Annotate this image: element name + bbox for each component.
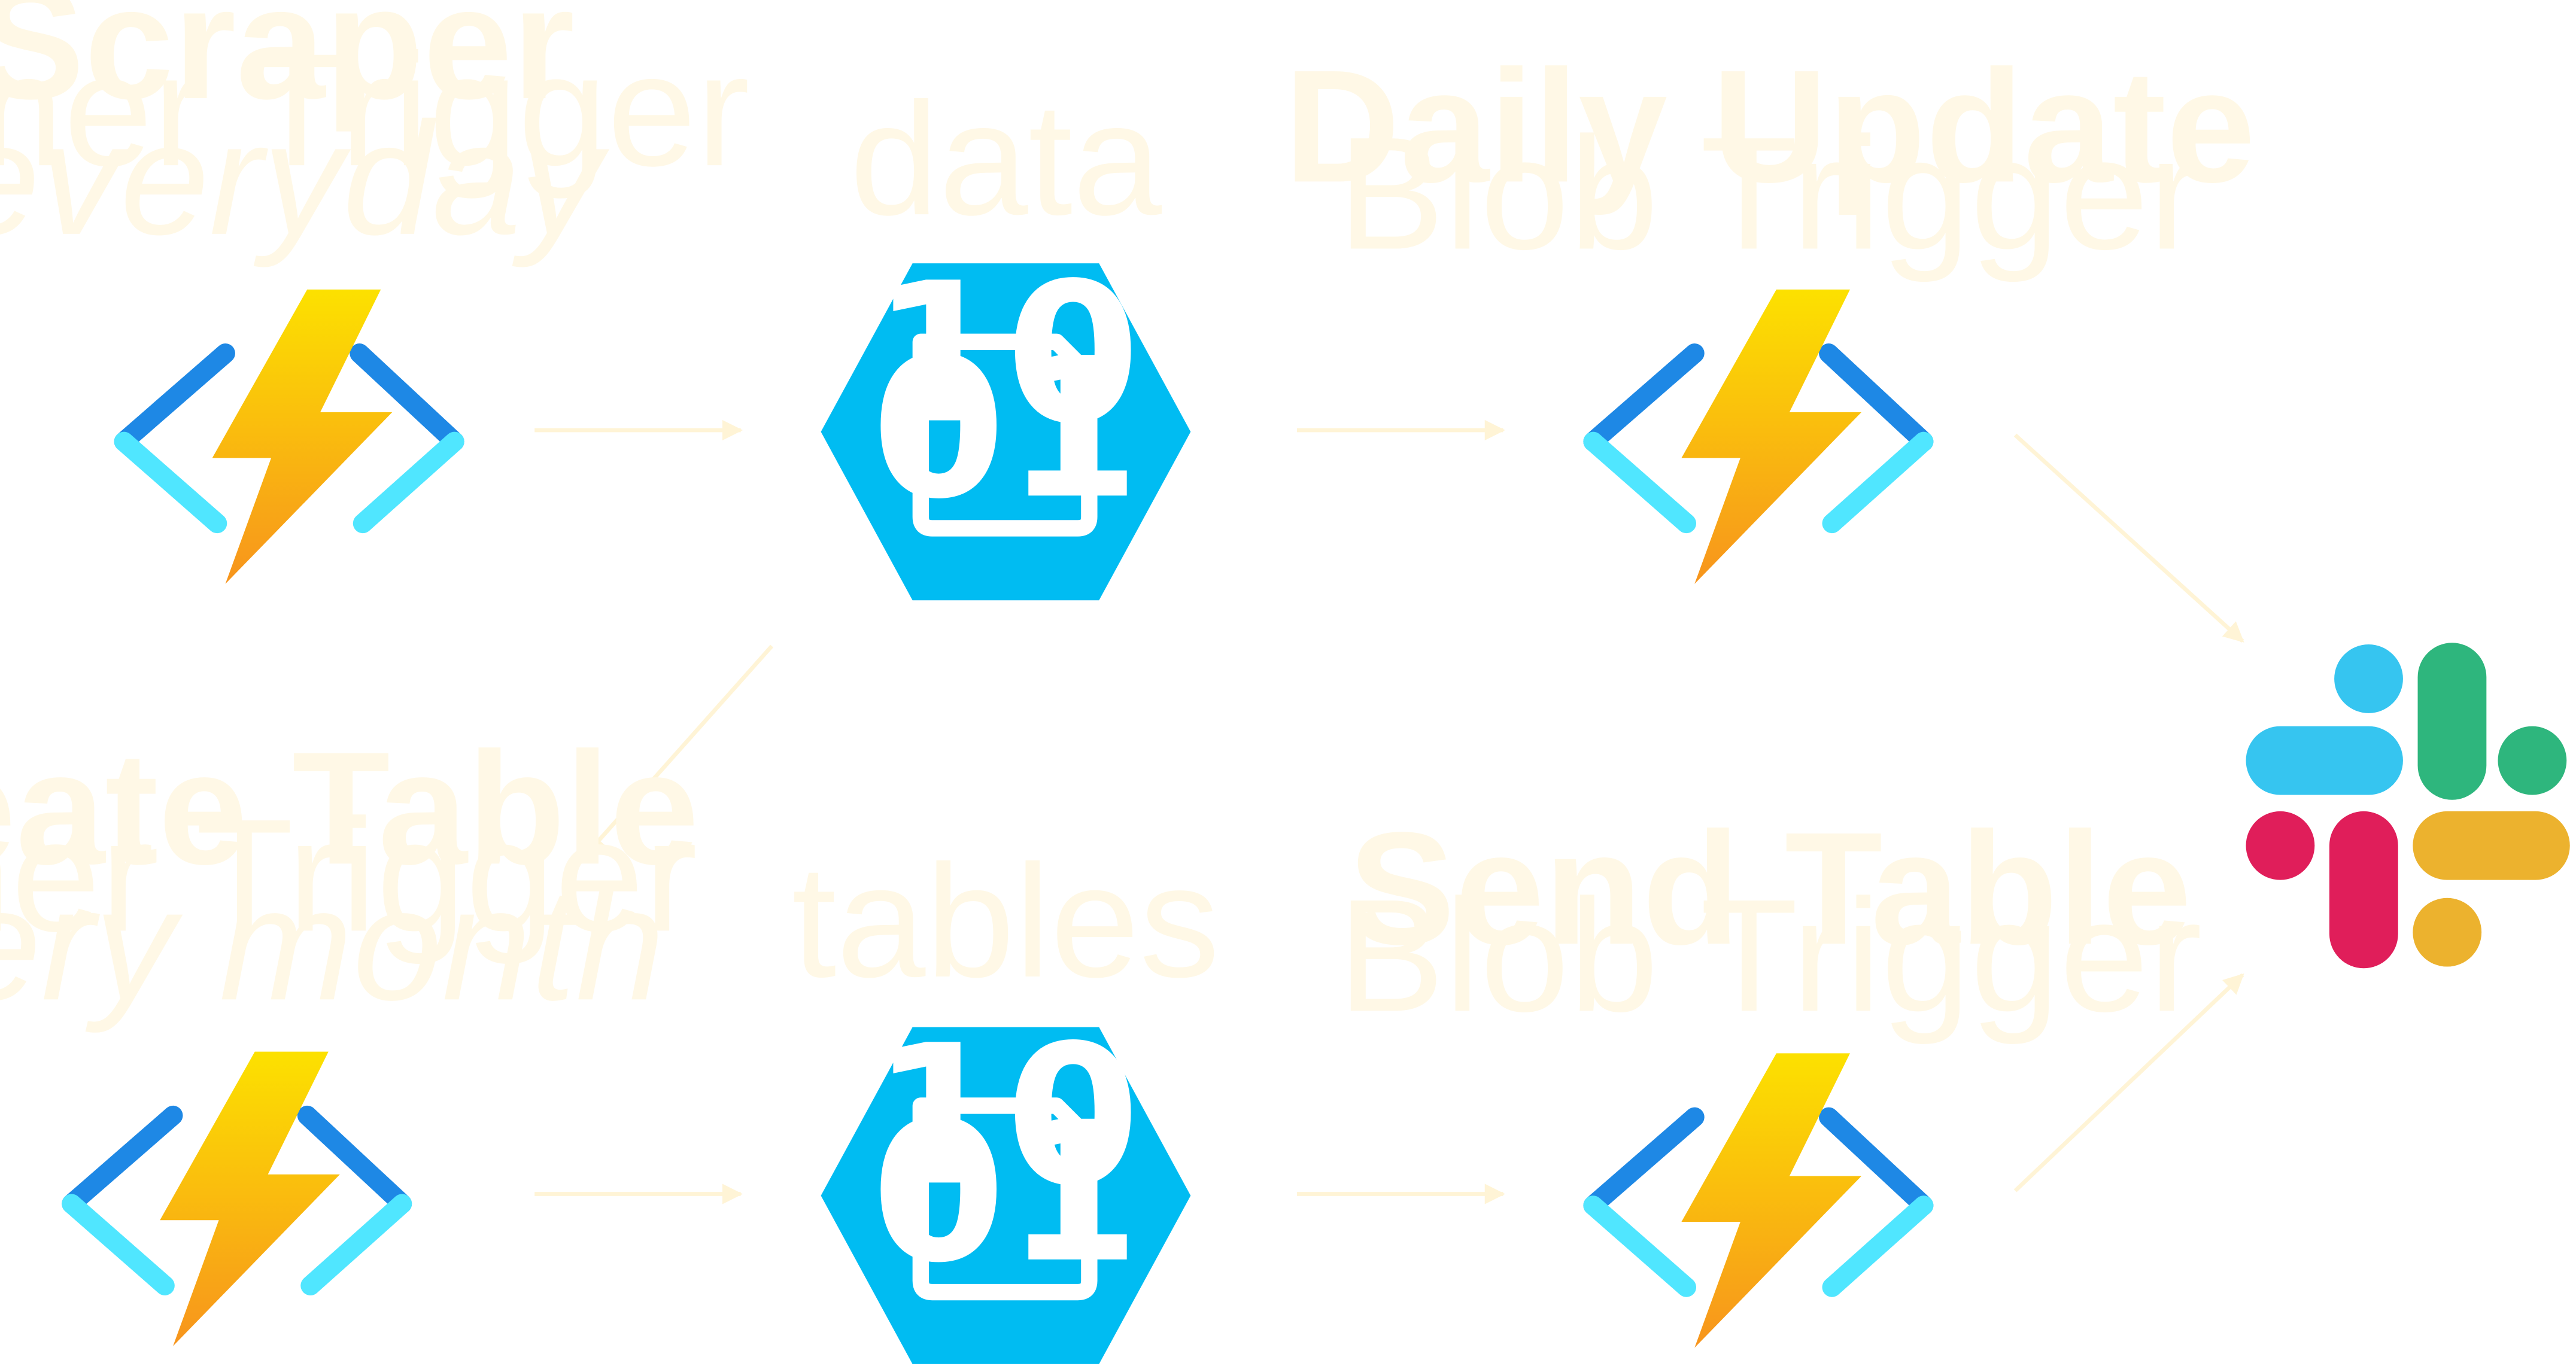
container-label: tables <box>792 831 1220 1011</box>
function-trigger: Blob Trigger <box>1338 865 2202 1046</box>
edges <box>534 419 2244 1204</box>
function-node-create-table: Create Table Timer Trigger every month <box>0 718 699 1346</box>
function-trigger: Timer Trigger <box>0 20 750 200</box>
function-node-send-table: Send Table Blob Trigger <box>1338 798 2202 1347</box>
function-node-daily-update: Daily Update Blob Trigger <box>1284 36 2256 584</box>
function-title: Daily Update <box>1284 36 2256 217</box>
azure-function-icon <box>1593 1053 1924 1347</box>
function-title: Scraper <box>0 0 575 133</box>
edge-daily-update-slack <box>2013 433 2244 643</box>
function-schedule: everyday <box>0 89 612 269</box>
function-trigger: Blob Trigger <box>1338 104 2202 284</box>
azure-function-icon <box>124 290 454 584</box>
blob-digits-top: 10 <box>871 242 1140 467</box>
function-node-scraper: Scraper Timer Trigger everyday <box>0 0 750 584</box>
function-title: Send Table <box>1348 798 2191 978</box>
function-schedule: every month <box>0 854 665 1035</box>
azure-function-icon <box>72 1052 402 1346</box>
slack-logo-icon <box>2246 643 2570 969</box>
edge-data-create-table <box>585 644 774 856</box>
blob-digits-top: 10 <box>871 1004 1140 1228</box>
edge-send-table-slack <box>2013 973 2244 1192</box>
blob-digits-bottom: 01 <box>871 317 1140 541</box>
function-trigger: Timer Trigger <box>0 785 697 966</box>
function-title: Create Table <box>0 718 699 898</box>
blob-digits-bottom: 01 <box>871 1081 1140 1306</box>
container-label: data <box>850 69 1163 248</box>
azure-function-icon <box>1593 290 1924 584</box>
blob-container-data: data 10 01 <box>821 69 1191 600</box>
blob-container-tables: tables 10 01 <box>792 831 1220 1364</box>
